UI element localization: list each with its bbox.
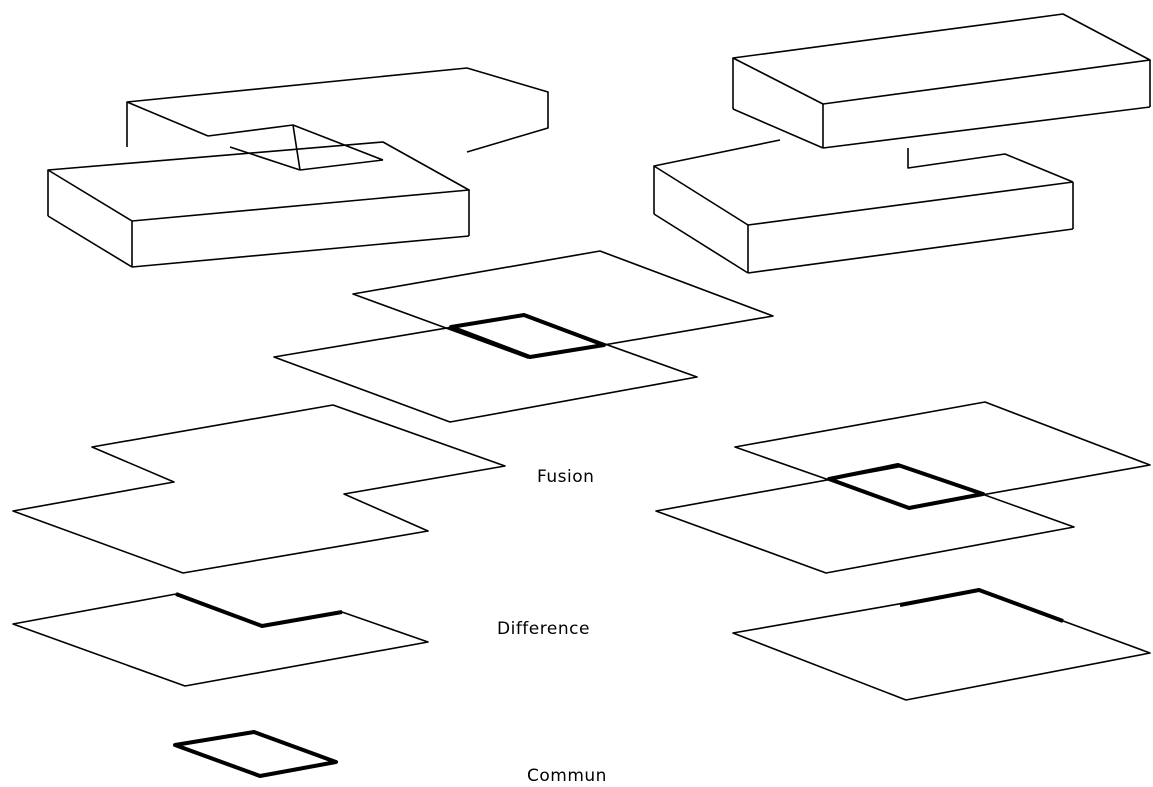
front-box	[47, 141, 470, 268]
separated-boxes-right	[653, 13, 1151, 274]
difference-shape	[12, 592, 429, 687]
label-difference: Difference	[497, 619, 590, 639]
fusion-shape	[12, 404, 506, 574]
label-fusion: Fusion	[537, 467, 594, 487]
commun-shape	[173, 730, 338, 778]
lower-box	[653, 139, 1074, 274]
overlapping-boxes-left	[47, 67, 549, 268]
label-commun: Commun	[527, 766, 607, 786]
difference-plane-right	[732, 588, 1151, 701]
overlapping-planes-right	[655, 401, 1151, 574]
overlapping-planes-center	[273, 250, 774, 423]
back-box	[126, 67, 549, 171]
upper-box	[732, 13, 1151, 149]
